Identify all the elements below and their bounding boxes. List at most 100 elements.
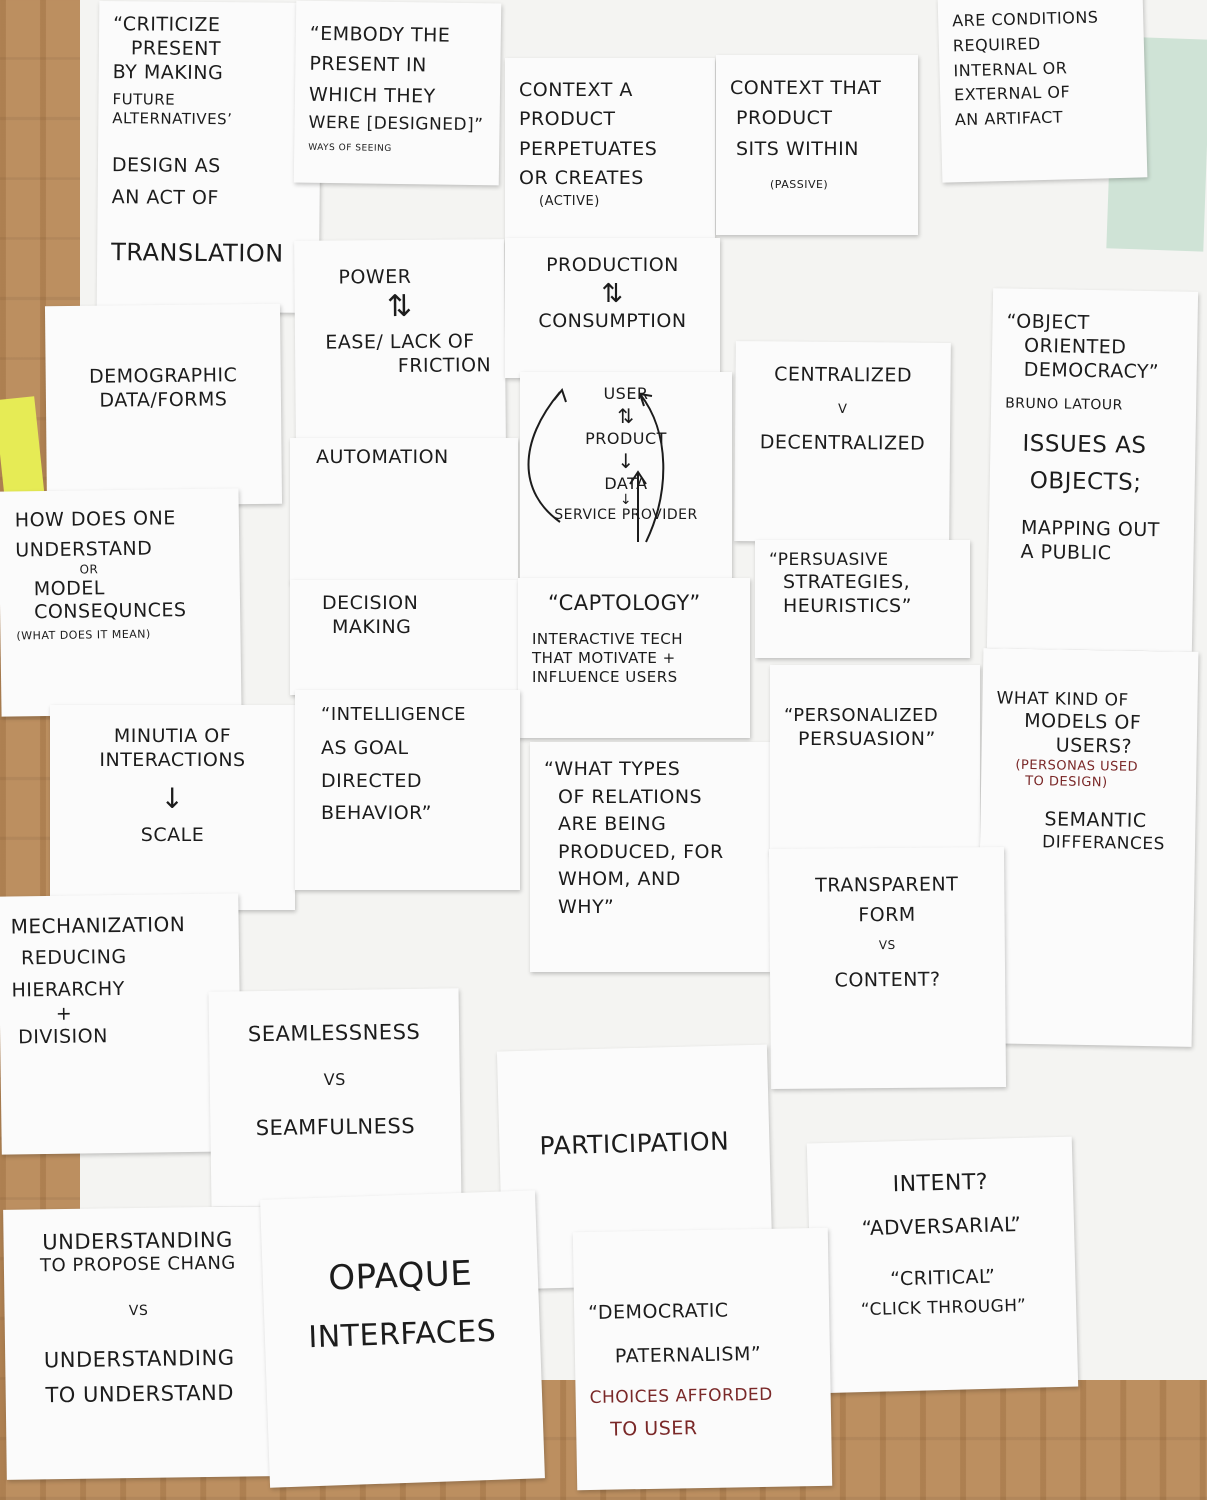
note-text: ALTERNATIVES’ bbox=[112, 109, 233, 129]
cycle-arrows-icon bbox=[527, 387, 665, 543]
note-text: DECISION bbox=[322, 592, 419, 614]
note-text: DIRECTED bbox=[321, 770, 422, 793]
note-text: MECHANIZATION bbox=[10, 912, 186, 939]
note-text: + bbox=[55, 1002, 73, 1025]
note-text: ISSUES AS bbox=[1022, 430, 1147, 459]
note-text: DATA/FORMS bbox=[99, 388, 228, 412]
note-criticize-present: “CRITICIZE PRESENT BY MAKING FUTURE ALTE… bbox=[96, 1, 322, 313]
note-text: WAYS OF SEEING bbox=[308, 143, 392, 155]
note-mechanization: MECHANIZATION REDUCING HIERARCHY + DIVIS… bbox=[0, 893, 242, 1155]
note-object-democracy: “OBJECT ORIENTED DEMOCRACY” BRUNO LATOUR… bbox=[986, 288, 1199, 652]
note-text: MAPPING OUT bbox=[1020, 517, 1161, 542]
flow-service-provider-label: SERVICE PROVIDER bbox=[554, 506, 698, 523]
note-text: HEURISTICS” bbox=[783, 595, 912, 617]
note-text: PRODUCT bbox=[736, 107, 833, 130]
note-text: PRESENT IN bbox=[309, 53, 427, 77]
double-arrow-icon: ⇅ bbox=[617, 404, 635, 428]
note-text: SCALE bbox=[140, 823, 205, 846]
note-text: TRANSPARENT bbox=[815, 873, 959, 897]
note-text: TO USER bbox=[610, 1416, 698, 1441]
note-personalized-persuasion: “PERSONALIZED PERSUASION” bbox=[770, 665, 980, 855]
note-production-consumption: PRODUCTION ⇅ CONSUMPTION bbox=[505, 238, 720, 378]
note-text: INTERACTIVE TECH bbox=[532, 630, 684, 649]
note-text: REDUCING bbox=[20, 945, 127, 970]
note-text: TO DESIGN) bbox=[1025, 773, 1108, 791]
note-text: DEMOCRACY” bbox=[1023, 358, 1160, 383]
note-text: BRUNO LATOUR bbox=[1005, 395, 1123, 414]
double-arrow-icon: ⇅ bbox=[601, 278, 624, 309]
note-persuasive-strategies: “PERSUASIVE STRATEGIES, HEURISTICS” bbox=[755, 540, 970, 658]
note-text: BY MAKING bbox=[112, 60, 224, 84]
note-intelligence-goal: “INTELLIGENCE AS GOAL DIRECTED BEHAVIOR” bbox=[295, 690, 520, 890]
note-text: A PUBLIC bbox=[1020, 540, 1112, 565]
note-text: POWER bbox=[338, 265, 412, 289]
note-centralized: CENTRALIZED V DECENTRALIZED bbox=[734, 341, 951, 543]
note-text: USERS? bbox=[1055, 734, 1133, 758]
note-context-active: CONTEXT A PRODUCT PERPETUATES OR CREATES… bbox=[505, 58, 715, 238]
note-text: AN ARTIFACT bbox=[954, 107, 1064, 130]
note-relations-produced: “WHAT TYPES OF RELATIONS ARE BEING PRODU… bbox=[530, 742, 770, 972]
note-user-product-flow: USER ⇅ PRODUCT ↓ DATA ↓ SERVICE PROVIDER bbox=[520, 372, 732, 580]
note-text: DECENTRALIZED bbox=[759, 431, 926, 455]
note-text: SEAMLESSNESS bbox=[247, 1019, 421, 1047]
double-arrow-icon: ⇅ bbox=[386, 288, 413, 324]
note-text: AS GOAL bbox=[321, 736, 409, 759]
note-text: SITS WITHIN bbox=[736, 137, 859, 160]
note-model-consequences: HOW DOES ONE UNDERSTAND OR MODEL CONSEQU… bbox=[0, 488, 242, 717]
note-text: EASE/ LACK OF bbox=[325, 330, 475, 354]
note-text: (PERSONAS USED bbox=[1015, 757, 1139, 775]
note-text: VS bbox=[878, 937, 896, 952]
note-text: (WHAT DOES IT MEAN) bbox=[16, 627, 151, 643]
note-text: PARTICIPATION bbox=[539, 1126, 730, 1161]
note-text: “CLICK THROUGH” bbox=[860, 1296, 1027, 1321]
note-text: CONTEXT THAT bbox=[730, 77, 882, 99]
note-text: UNDERSTANDING bbox=[42, 1227, 234, 1255]
note-text: FUTURE bbox=[112, 90, 176, 109]
note-decision-making: DECISION MAKING bbox=[290, 580, 518, 695]
note-text: DEMOGRAPHIC bbox=[88, 364, 238, 388]
note-text: “DEMOCRATIC bbox=[587, 1299, 729, 1324]
note-understanding-to-propose: UNDERSTANDING TO PROPOSE CHANG VS UNDERS… bbox=[3, 1206, 275, 1480]
note-text: THAT MOTIVATE + bbox=[532, 649, 676, 667]
note-text: AN ACT OF bbox=[111, 185, 219, 209]
note-text: MINUTIA OF bbox=[113, 725, 232, 747]
note-text: WERE [DESIGNED]” bbox=[308, 112, 484, 136]
note-text: MAKING bbox=[332, 615, 412, 638]
note-seamlessness: SEAMLESSNESS VS SEAMFULNESS bbox=[208, 988, 462, 1207]
note-text: WHOM, AND bbox=[558, 868, 681, 891]
note-transparent-form: TRANSPARENT FORM VS CONTENT? bbox=[768, 846, 1007, 1090]
note-text: VS bbox=[128, 1302, 149, 1319]
note-text: V bbox=[838, 401, 848, 417]
note-text: CHOICES AFFORDED bbox=[589, 1384, 773, 1408]
note-text: INTERFACES bbox=[307, 1313, 497, 1355]
note-text: INTENT? bbox=[892, 1169, 989, 1198]
flow-user-label: USER bbox=[603, 384, 649, 403]
note-automation: AUTOMATION bbox=[290, 438, 518, 583]
note-text: CONSUMPTION bbox=[538, 310, 687, 333]
note-text: UNDERSTANDING bbox=[43, 1345, 235, 1373]
note-text: “ADVERSARIAL” bbox=[861, 1211, 1022, 1240]
note-text: WHICH THEY bbox=[308, 83, 436, 108]
note-embody-present: “EMBODY THE PRESENT IN WHICH THEY WERE [… bbox=[293, 0, 502, 186]
note-text: MODEL bbox=[33, 576, 106, 600]
note-power-friction: POWER ⇅ EASE/ LACK OF FRICTION bbox=[294, 239, 506, 441]
note-text: “EMBODY THE bbox=[309, 22, 451, 47]
note-captology: “CAPTOLOGY” INTERACTIVE TECH THAT MOTIVA… bbox=[518, 578, 750, 738]
note-text: CENTRALIZED bbox=[774, 363, 913, 387]
note-text: “PERSUASIVE bbox=[769, 550, 889, 570]
note-text: DIFFERANCES bbox=[1041, 832, 1166, 855]
note-text: TO PROPOSE CHANG bbox=[39, 1252, 236, 1277]
note-minutia-interactions: MINUTIA OF INTERACTIONS ↓ SCALE bbox=[50, 705, 295, 910]
note-text: INFLUENCE USERS bbox=[532, 667, 678, 686]
note-text: HOW DOES ONE bbox=[14, 507, 176, 532]
note-democratic-paternalism: “DEMOCRATIC PATERNALISM” CHOICES AFFORDE… bbox=[572, 1227, 833, 1491]
note-text: “CAPTOLOGY” bbox=[548, 591, 701, 615]
down-arrow-icon: ↓ bbox=[619, 492, 633, 508]
note-text: DESIGN AS bbox=[111, 153, 221, 177]
note-text: “INTELLIGENCE bbox=[321, 704, 467, 725]
note-text: “PERSONALIZED bbox=[784, 705, 939, 726]
note-text: TRANSLATION bbox=[111, 238, 284, 268]
note-text: OR CREATES bbox=[519, 167, 644, 190]
note-text: WHY” bbox=[558, 895, 615, 918]
note-text: FRICTION bbox=[397, 353, 492, 377]
